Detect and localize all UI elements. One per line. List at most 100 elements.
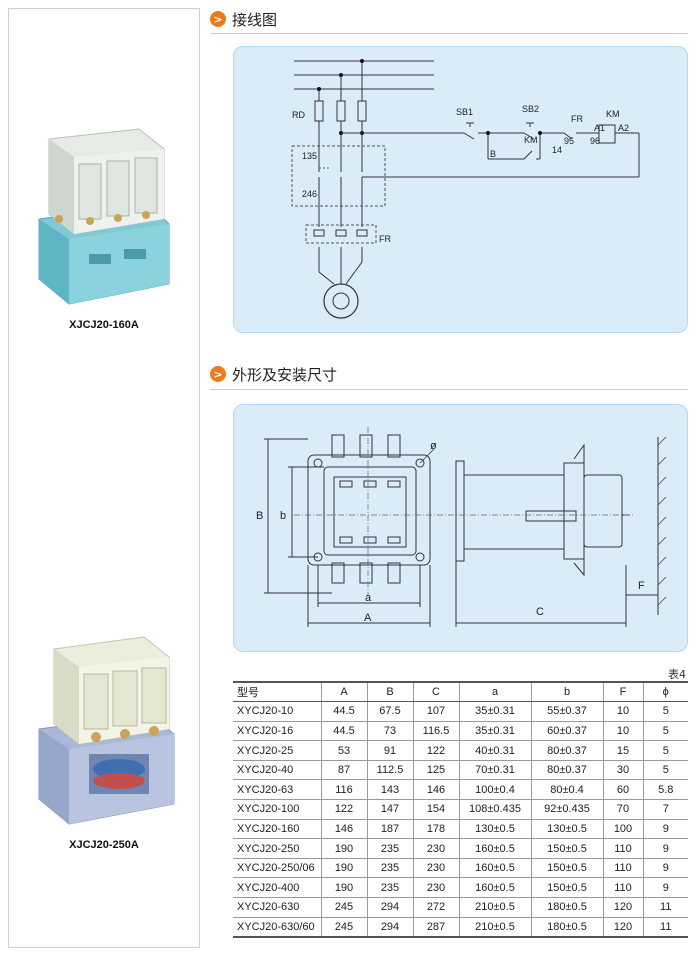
table-cell: 11 [642, 897, 688, 918]
table-cell: 100±0.4 [458, 779, 531, 801]
label-phi: ø [430, 440, 437, 452]
table-cell: 70±0.31 [458, 760, 531, 781]
table-cell: XYCJ20-100 [233, 799, 321, 820]
table-cell: 40±0.31 [458, 740, 531, 761]
table-cell: 44.5 [320, 721, 367, 742]
table-cell: 60±0.37 [530, 721, 603, 742]
label-B: B [256, 510, 263, 522]
contactor-250a-image [38, 636, 175, 825]
table-cell: 35±0.31 [458, 721, 531, 742]
table-cell: 235 [366, 838, 413, 859]
table-cell: 294 [366, 897, 413, 918]
table-cell: 108±0.435 [458, 799, 531, 820]
product-panel: XJCJ20-160A XJCJ20-250A [8, 8, 200, 948]
table-cell: 9 [642, 858, 688, 879]
table-cell: XYCJ20-630 [233, 897, 321, 918]
label-a1: A1 [594, 123, 605, 133]
product-160a: XJCJ20-160A [9, 109, 199, 331]
table-header-row: 型号 A B C a b F ϕ [233, 681, 688, 703]
label-a: a [365, 592, 372, 604]
table-cell: 245 [320, 897, 367, 918]
table-cell: 120 [602, 917, 643, 938]
table-cell: 35±0.31 [458, 701, 531, 722]
table-cell: 92±0.435 [530, 799, 603, 820]
table-cell: XYCJ20-25 [233, 740, 321, 761]
product-250a: XJCJ20-250A [9, 619, 199, 851]
table-cell: 5 [642, 760, 688, 781]
section-divider [210, 33, 688, 34]
col-header: 型号 [233, 681, 321, 703]
table-cell: 130±0.5 [530, 819, 603, 840]
dimension-diagram-panel: ø B b a A C F [233, 404, 688, 652]
label-rd: RD [292, 110, 305, 120]
table-cell: 125 [412, 760, 459, 781]
table-cell: 180±0.5 [530, 897, 603, 918]
table-cell: 7 [642, 799, 688, 820]
table-cell: 11 [642, 917, 688, 938]
table-cell: 10 [602, 721, 643, 742]
label-km-mid: KM [524, 135, 538, 145]
col-header: B [366, 681, 413, 703]
table-cell: 30 [602, 760, 643, 781]
table-cell: 110 [602, 877, 643, 899]
label-A: A [364, 612, 372, 624]
table-cell: 154 [412, 799, 459, 820]
label-fr-top: FR [571, 114, 583, 124]
section-arrow-icon: > [210, 11, 226, 27]
label-96: 96 [590, 136, 600, 146]
table-cell: XYCJ20-160 [233, 819, 321, 840]
wiring-section-header: > 接线图 [210, 8, 277, 30]
table-cell: 160±0.5 [458, 877, 531, 899]
table-cell: 245 [320, 917, 367, 938]
table-cell: 146 [412, 779, 459, 801]
label-C: C [536, 606, 544, 618]
table-cell: 44.5 [320, 701, 367, 722]
col-header: A [320, 681, 367, 703]
contactor-160a-image [38, 128, 170, 305]
table-cell: 160±0.5 [458, 838, 531, 859]
wiring-diagram: RD SB1 SB2 FR KM A1 A2 KM 95 96 14 B 135… [291, 59, 640, 319]
table-cell: 5 [642, 701, 688, 722]
wiring-diagram-panel: RD SB1 SB2 FR KM A1 A2 KM 95 96 14 B 135… [233, 46, 688, 333]
table-cell: 147 [366, 799, 413, 820]
table-cell: 60 [602, 779, 643, 801]
table-cell: XYCJ20-630/60 [233, 917, 321, 938]
label-sb2: SB2 [522, 104, 539, 114]
table-cell: 116 [320, 779, 367, 801]
table-cell: 116.5 [412, 721, 459, 742]
section-arrow-icon: > [210, 366, 226, 382]
table-cell: 80±0.37 [530, 740, 603, 761]
table-cell: 178 [412, 819, 459, 840]
table-cell: 120 [602, 897, 643, 918]
table-cell: 9 [642, 819, 688, 840]
table-cell: 287 [412, 917, 459, 938]
table-cell: 100 [602, 819, 643, 840]
table-cell: 210±0.5 [458, 917, 531, 938]
table-cell: 150±0.5 [530, 858, 603, 879]
table-note: 表4 [668, 668, 686, 681]
table-cell: 294 [366, 917, 413, 938]
dimension-diagram: ø B b a A C F [256, 427, 667, 627]
table-cell: 122 [320, 799, 367, 820]
section-divider [210, 389, 688, 390]
table-cell: 15 [602, 740, 643, 761]
table-cell: 272 [412, 897, 459, 918]
table-cell: 110 [602, 858, 643, 879]
table-cell: 190 [320, 838, 367, 859]
table-cell: 87 [320, 760, 367, 781]
table-cell: 9 [642, 877, 688, 899]
col-header: ϕ [642, 681, 688, 703]
product-label-250a: XJCJ20-250A [69, 839, 139, 851]
label-sb1: SB1 [456, 107, 473, 117]
table-cell: 122 [412, 740, 459, 761]
table-cell: 150±0.5 [530, 877, 603, 899]
dimension-section-header: > 外形及安装尺寸 [210, 363, 337, 385]
dimension-section-title: 外形及安装尺寸 [232, 365, 338, 384]
label-b: B [490, 149, 496, 159]
